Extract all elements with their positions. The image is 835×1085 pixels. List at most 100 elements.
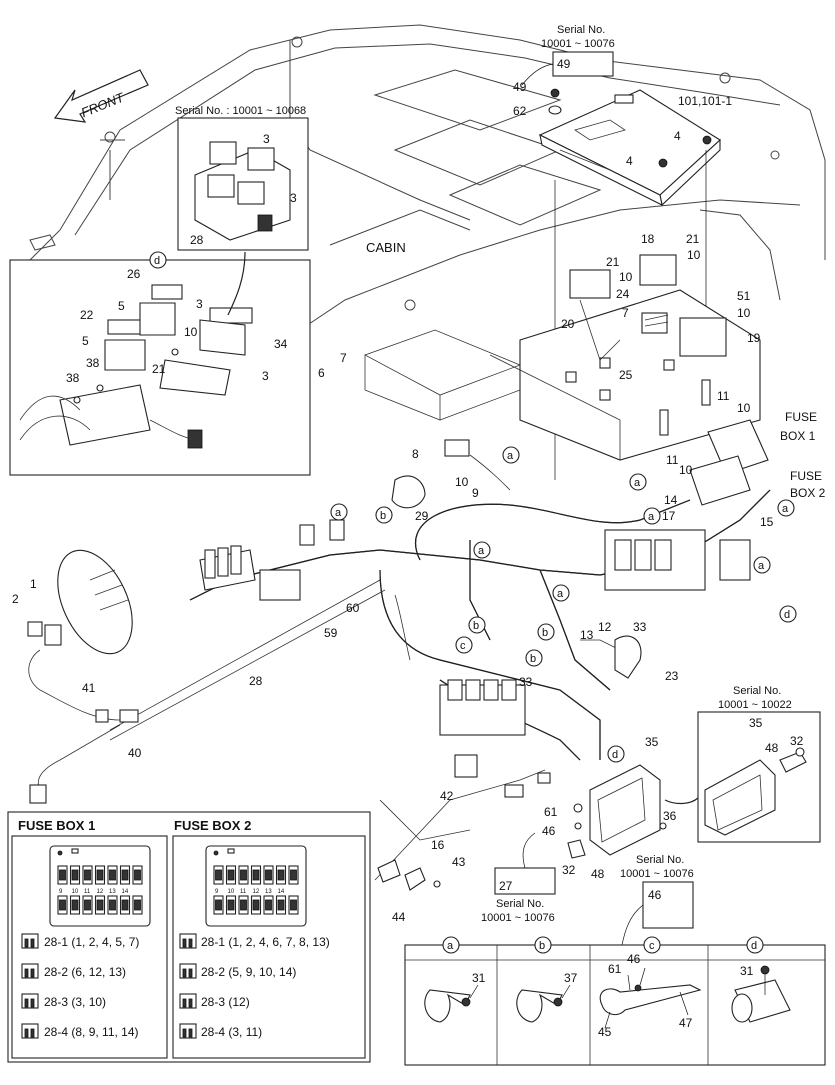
callout-49-box: 49 bbox=[557, 57, 571, 71]
bottom-serial-46-l2: 10001 ~ 10076 bbox=[620, 868, 694, 880]
callout-22: 22 bbox=[80, 308, 94, 322]
fb1-legend-2: 28-2 (6, 12, 13) bbox=[44, 965, 126, 979]
svg-text:a: a bbox=[335, 507, 342, 519]
callout-labels: 49 49 62 101,101-1 4 4 3 3 28 26 3 5 22 … bbox=[12, 57, 804, 924]
svg-text:d: d bbox=[612, 749, 618, 761]
detail-a: a 31 bbox=[424, 936, 486, 1023]
callout-23: 23 bbox=[665, 669, 679, 683]
callout-29: 29 bbox=[415, 509, 429, 523]
svg-text:a: a bbox=[557, 588, 564, 600]
callout-3c: 3 bbox=[196, 297, 203, 311]
svg-text:b: b bbox=[530, 653, 536, 665]
fuse-blade bbox=[84, 899, 91, 911]
svg-text:a: a bbox=[758, 560, 765, 572]
front-direction-arrow: FRONT bbox=[53, 69, 149, 123]
fuse-blade bbox=[240, 869, 247, 881]
marker-b3: b bbox=[537, 623, 555, 641]
main-harness bbox=[28, 299, 771, 881]
mounting-plate bbox=[364, 254, 761, 461]
callout-10b: 10 bbox=[687, 248, 701, 262]
fuse-blade bbox=[277, 869, 285, 881]
callout-3b: 3 bbox=[290, 191, 297, 205]
fuse-number: 14 bbox=[122, 889, 129, 895]
callout-11a: 11 bbox=[717, 389, 730, 403]
detail-c-part-47: 47 bbox=[679, 1016, 693, 1030]
fuse-blade bbox=[134, 899, 141, 911]
fuse-blade bbox=[134, 869, 141, 881]
callout-7a: 7 bbox=[622, 306, 629, 320]
callout-10c: 10 bbox=[737, 306, 751, 320]
detail-b-part: 37 bbox=[564, 971, 578, 985]
marker-a4: a bbox=[643, 507, 661, 525]
fuse-blade bbox=[227, 899, 235, 911]
fuse-icon bbox=[179, 963, 197, 979]
fuse-icon bbox=[179, 933, 197, 949]
fuse-blade bbox=[109, 869, 116, 881]
callout-32a: 32 bbox=[790, 734, 804, 748]
detail-c-part-45: 45 bbox=[598, 1025, 612, 1039]
callout-18: 18 bbox=[641, 232, 655, 246]
svg-text:b: b bbox=[473, 620, 479, 632]
fuse-box-1-legend: 28-1 (1, 2, 4, 5, 7) 28-2 (6, 12, 13) 28… bbox=[21, 933, 139, 1039]
bottom-serial-27-l1: Serial No. bbox=[496, 898, 544, 910]
fuse-box-1-label-l1: FUSE bbox=[785, 410, 817, 424]
callout-38b: 38 bbox=[66, 371, 80, 385]
callout-34: 34 bbox=[274, 337, 288, 351]
fb2-legend-2: 28-2 (5, 9, 10, 14) bbox=[201, 965, 296, 979]
callout-6: 6 bbox=[318, 366, 325, 380]
callout-46: 46 bbox=[542, 824, 556, 838]
fuse-icon bbox=[21, 963, 39, 979]
callout-2: 2 bbox=[12, 592, 19, 606]
callout-14: 14 bbox=[664, 493, 678, 507]
marker-a6: a bbox=[473, 541, 491, 559]
fb2-legend-3: 28-3 (12) bbox=[201, 995, 250, 1009]
callout-24: 24 bbox=[616, 287, 630, 301]
callout-27: 27 bbox=[499, 879, 513, 893]
fuse-number: 12 bbox=[253, 889, 260, 895]
callout-49: 49 bbox=[513, 80, 527, 94]
fuse-box-1-label-l2: BOX 1 bbox=[780, 429, 816, 443]
fuse-blade bbox=[96, 899, 104, 911]
callout-8: 8 bbox=[412, 447, 419, 461]
detail-markers: d a a a b a a a a a d b b c b d bbox=[149, 251, 797, 763]
fuse-number: 13 bbox=[109, 889, 116, 895]
marker-a7: a bbox=[753, 556, 771, 574]
fuse-box-mount-hole bbox=[57, 850, 63, 856]
svg-text:a: a bbox=[782, 503, 789, 515]
fuse-blade bbox=[265, 899, 272, 911]
detail-b: b 37 bbox=[516, 936, 578, 1023]
fuse-number: 13 bbox=[265, 889, 272, 895]
callout-15: 15 bbox=[760, 515, 774, 529]
callout-101: 101,101-1 bbox=[678, 94, 732, 108]
relay-inset: Serial No. : 10001 ~ 10068 bbox=[175, 105, 309, 251]
callout-4b: 4 bbox=[626, 154, 633, 168]
fuse-blade bbox=[96, 869, 104, 881]
fuse-blade bbox=[121, 869, 129, 881]
fb1-legend-3: 28-3 (3, 10) bbox=[44, 995, 106, 1009]
callout-7b: 7 bbox=[340, 351, 347, 365]
callout-4a: 4 bbox=[674, 129, 681, 143]
callout-61: 61 bbox=[544, 805, 558, 819]
marker-a1: a bbox=[502, 446, 520, 464]
callout-9: 9 bbox=[472, 486, 479, 500]
fuse-box-assemblies: FUSE BOX 1 FUSE BOX 2 bbox=[689, 410, 826, 506]
callout-13: 13 bbox=[580, 628, 594, 642]
callout-38a: 38 bbox=[86, 356, 100, 370]
fuse-blade bbox=[215, 899, 222, 911]
fuse-number: 11 bbox=[240, 889, 247, 895]
callout-3d: 3 bbox=[262, 369, 269, 383]
callout-26: 26 bbox=[127, 267, 141, 281]
fuse-number: 12 bbox=[97, 889, 104, 895]
fuse-box-1-title: FUSE BOX 1 bbox=[18, 818, 95, 833]
fuse-box-2-legend: 28-1 (1, 2, 4, 6, 7, 8, 13) 28-2 (5, 9, … bbox=[179, 933, 330, 1039]
detail-c-part-61: 61 bbox=[608, 962, 622, 976]
serial-top-group: Serial No. 10001 ~ 10076 bbox=[521, 24, 615, 86]
callout-28: 28 bbox=[249, 674, 263, 688]
serial-top-line2: 10001 ~ 10076 bbox=[541, 38, 615, 50]
fuse-box-2-label-l2: BOX 2 bbox=[790, 486, 826, 500]
marker-b2: b bbox=[468, 616, 486, 634]
callout-32b: 32 bbox=[562, 863, 576, 877]
fuse-blade bbox=[109, 899, 116, 911]
fuse-blade bbox=[265, 869, 272, 881]
svg-text:b: b bbox=[542, 627, 548, 639]
